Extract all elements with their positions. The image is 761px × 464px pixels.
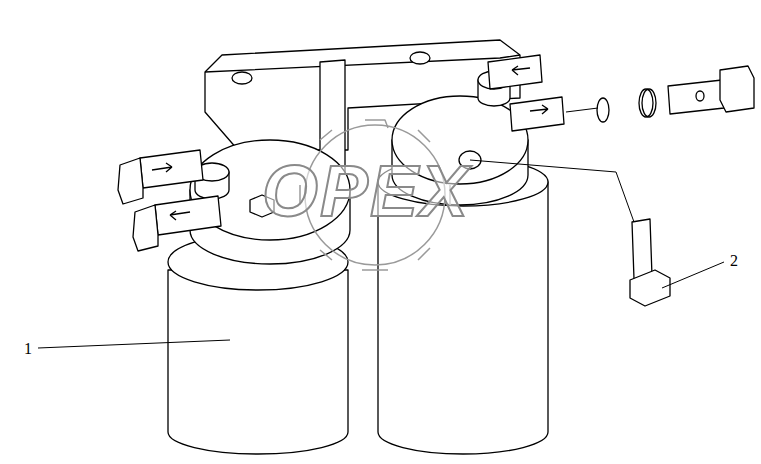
leader-line [38,340,230,348]
bolt-port [696,91,704,101]
flow-arrow [152,163,172,172]
flow-arrow [512,66,530,75]
outlet-fitting [510,97,564,131]
banjo-bolt-shank [668,80,724,114]
watermark: OPEX [262,155,470,227]
assembly-line [470,160,634,222]
bolt-hole [410,52,430,64]
fitting-hex [133,205,158,251]
callout-number: 2 [728,252,740,270]
bolt-shank [632,219,652,279]
bolt-hex-head [630,270,670,306]
bracket-edge [205,55,520,72]
inlet-fitting [488,55,542,89]
leader-line [662,262,724,288]
sealing-washer [642,89,656,117]
outlet-fitting [155,196,221,235]
fitting-hex [118,158,143,204]
sealing-washer [639,89,653,117]
flow-arrow [170,211,190,220]
assembly-line [566,108,598,112]
filter-canister [168,270,348,454]
flow-arrow [530,105,548,114]
callout-number: 1 [22,340,34,358]
bolt-hole [232,72,252,84]
sealing-washer [597,98,609,122]
inlet-fitting [140,150,203,188]
bolt-hex-head [720,66,754,112]
